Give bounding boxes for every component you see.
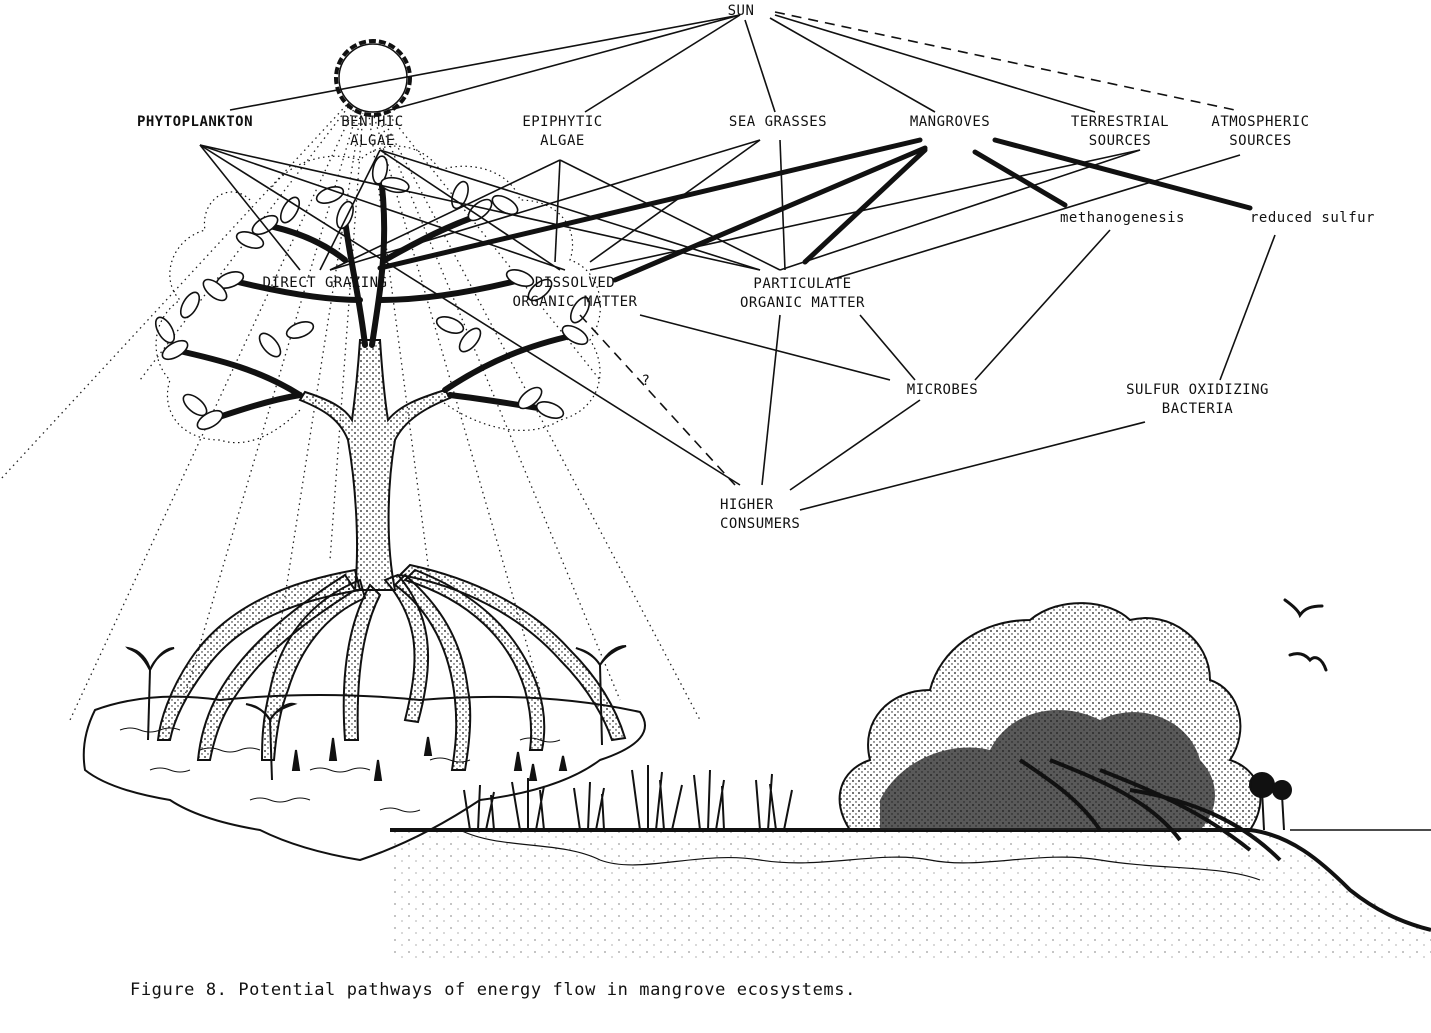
- question-mark: ?: [641, 373, 651, 389]
- soil-surface: [459, 829, 1261, 881]
- prop-roots: [156, 563, 627, 771]
- node-mangroves: MANGROVES: [909, 114, 991, 130]
- tree-foliage: [154, 155, 591, 431]
- node-methanogenesis: methanogenesis: [1059, 210, 1185, 226]
- node-sea-grasses: SEA GRASSES: [728, 114, 828, 130]
- sun-drawing: [334, 39, 412, 117]
- energy-flow-diagram: [0, 11, 1431, 960]
- node-dissolved-organic-matter: DISSOLVED ORGANIC MATTER: [512, 275, 638, 310]
- shore-mangrove-canopy-shade: [880, 710, 1215, 830]
- figure-caption: Figure 8. Potential pathways of energy f…: [130, 980, 856, 1000]
- node-sun: SUN: [727, 3, 755, 19]
- node-benthic-algae: BENTHIC ALGAE: [341, 114, 404, 149]
- flow-links-thick: [377, 137, 1253, 283]
- flow-links-dashed: [579, 11, 1236, 486]
- node-sulfur-oxidizing-bacteria: SULFUR OXIDIZING BACTERIA: [1126, 382, 1269, 417]
- node-particulate-organic-matter: PARTICULATE ORGANIC MATTER: [739, 276, 865, 311]
- canopy-outline: [155, 145, 601, 444]
- marsh-grasses: [463, 765, 793, 831]
- birds: [1283, 598, 1328, 672]
- shoreline: [390, 828, 1431, 932]
- ground-bank: [390, 830, 1431, 960]
- node-phytoplankton: PHYTOPLANKTON: [136, 114, 254, 130]
- node-reduced-sulfur: reduced sulfur: [1249, 210, 1375, 226]
- node-microbes: MICROBES: [906, 382, 979, 398]
- flow-links-thin: [199, 14, 1276, 511]
- node-direct-grazing: DIRECT GRAZING: [262, 275, 388, 291]
- seedlings: [125, 645, 627, 781]
- tree-trunk: [298, 339, 452, 591]
- node-higher-consumers: HIGHER CONSUMERS: [720, 497, 801, 532]
- node-terrestrial-sources: TERRESTRIAL SOURCES: [1070, 114, 1170, 149]
- node-epiphytic-algae: EPIPHYTIC ALGAE: [522, 114, 603, 149]
- shore-mangrove-roots: [1018, 758, 1282, 862]
- distant-palms: [1249, 772, 1292, 831]
- node-atmospheric-sources: ATMOSPHERIC SOURCES: [1211, 114, 1310, 149]
